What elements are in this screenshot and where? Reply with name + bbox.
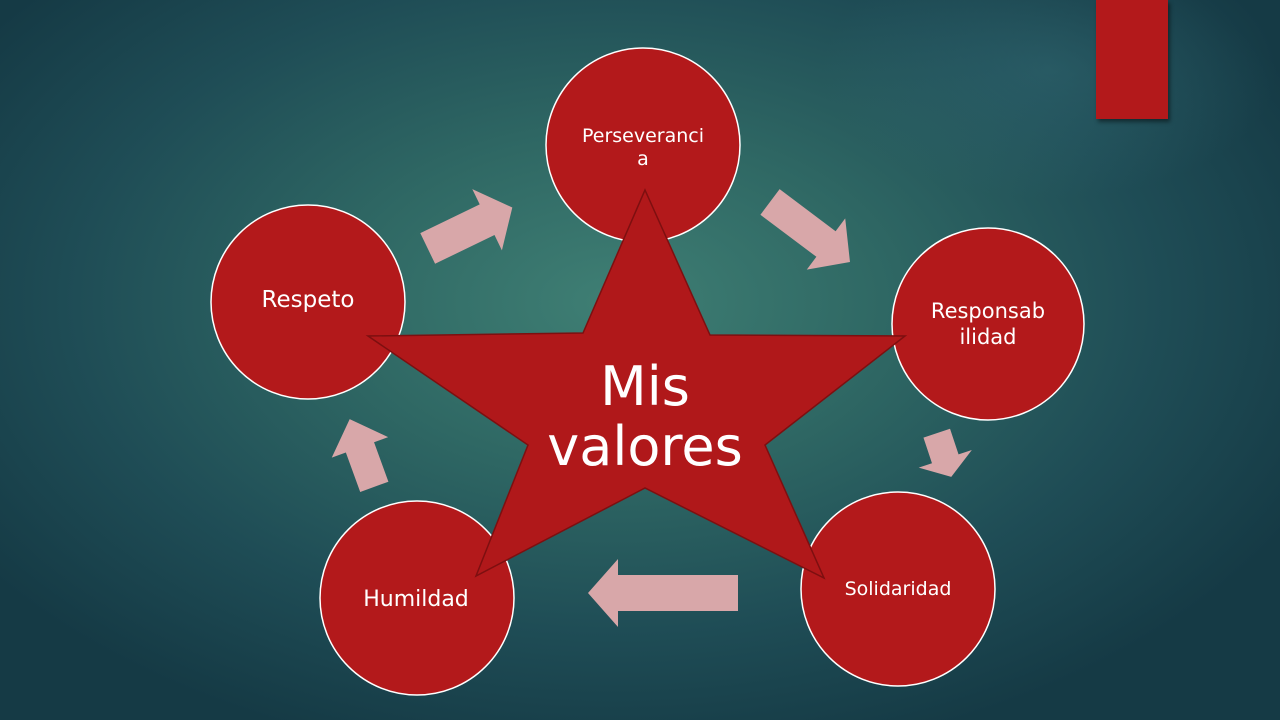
humildad-label: Humildad [363,586,469,612]
node-responsabilidad [891,227,1085,421]
node-respeto [210,204,406,400]
corner-accent-bar [1096,0,1168,119]
arrow-solidaridad-to-humildad [588,559,738,627]
perseverancia-label: Perseverancia [548,118,738,178]
center-title: Mis valores [547,354,743,478]
respeto-label: Respeto [261,286,355,313]
arrow-respeto-to-perseverancia [420,189,513,264]
node-solidaridad [800,491,996,687]
center-star [365,188,908,580]
arrow-responsabilidad-to-solidaridad [918,428,972,477]
responsabilidad-label: Responsabilidad [900,290,1076,360]
solidaridad-label: Solidaridad [844,578,952,601]
responsabilidad-text: Responsabilidad [930,299,1046,349]
arrow-humildad-to-respeto [331,419,389,492]
perseverancia-text: Perseverancia [581,124,705,170]
arrow-perseverancia-to-responsabilidad [760,189,850,270]
node-humildad [319,500,515,696]
background-glow [820,0,1280,200]
